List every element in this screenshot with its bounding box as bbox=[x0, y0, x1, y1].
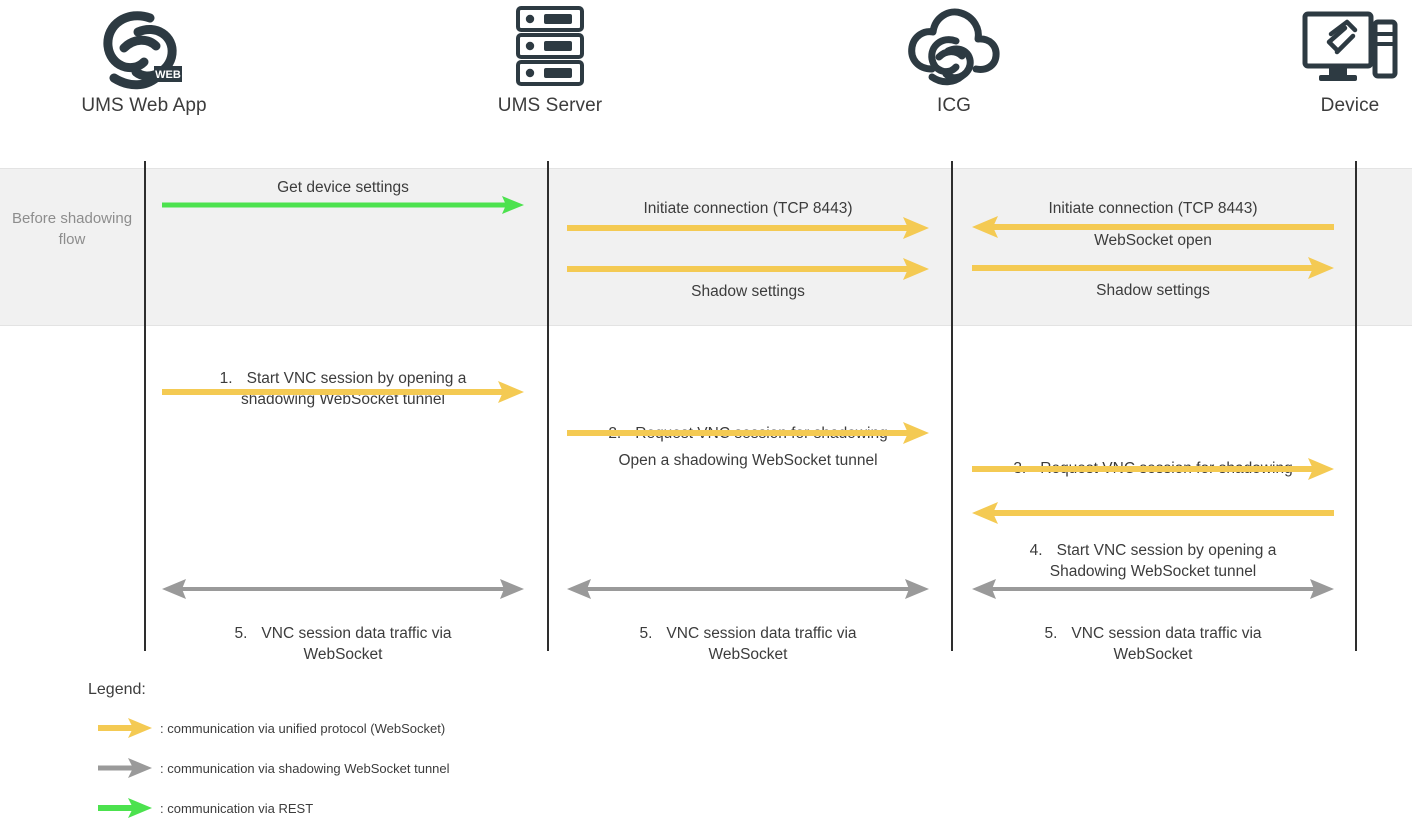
legend-title: Legend: bbox=[88, 681, 146, 698]
actor-label: Device bbox=[1320, 95, 1380, 116]
arrow-step-1-start-vnc-session bbox=[162, 381, 524, 403]
message-label-shadow-settings-server-icg: Shadow settings bbox=[691, 283, 805, 300]
message-label-initiate-connection-device-icg: Initiate connection (TCP 8443) bbox=[1048, 200, 1258, 217]
message-number: 5. bbox=[1044, 625, 1058, 642]
lifeline-ums-web-app bbox=[144, 161, 146, 651]
lifeline-icg bbox=[951, 161, 953, 651]
message-text: Start VNC session by opening a shadowing… bbox=[241, 370, 467, 408]
legend-arrow-unified-icon bbox=[96, 717, 152, 739]
band-label: Before shadowing flow bbox=[11, 210, 133, 248]
arrow-step-3-request-vnc-session bbox=[972, 458, 1334, 480]
arrow-shadow-settings-icg-device bbox=[972, 257, 1334, 279]
message-label-step-4: 4. Start VNC session by opening a Shadowi… bbox=[972, 519, 1334, 582]
legend-arrow-rest-icon bbox=[96, 797, 152, 819]
message-label-step-1: 1. Start VNC session by opening a shadowi… bbox=[162, 347, 524, 410]
lifeline-device bbox=[1355, 161, 1357, 651]
legend-label: : communication via shadowing WebSocket … bbox=[160, 760, 450, 776]
message-number: 1. bbox=[219, 370, 233, 387]
desktop-device-icon bbox=[1240, 0, 1412, 95]
actor-label: UMS Server bbox=[497, 95, 603, 116]
actor-device: Device bbox=[1240, 0, 1412, 150]
message-label-step-5-server-icg: 5. VNC session data traffic via WebSocket bbox=[567, 602, 929, 665]
message-text: VNC session data traffic via WebSocket bbox=[261, 625, 452, 663]
arrow-shadow-settings-server-icg bbox=[567, 258, 929, 280]
message-label-step-5-webapp-server: 5. VNC session data traffic via WebSocket bbox=[162, 602, 524, 665]
actor-label: ICG bbox=[936, 95, 972, 116]
actor-ums-web-app: WEB UMS Web App bbox=[34, 0, 254, 150]
message-label-websocket-open: WebSocket open bbox=[1094, 232, 1212, 249]
message-label-shadow-settings-icg-device: Shadow settings bbox=[1096, 282, 1210, 299]
arrow-initiate-connection-device-icg bbox=[972, 216, 1334, 238]
legend-item-unified: : communication via unified protocol (We… bbox=[96, 717, 445, 739]
message-label-step-5-icg-device: 5. VNC session data traffic via WebSocket bbox=[972, 602, 1334, 665]
message-text: VNC session data traffic via WebSocket bbox=[666, 625, 857, 663]
arrow-step-4-start-vnc-session bbox=[972, 502, 1334, 524]
message-number: 5. bbox=[234, 625, 248, 642]
legend-label: : communication via REST bbox=[160, 800, 314, 816]
legend-item-shadowing: : communication via shadowing WebSocket … bbox=[96, 757, 450, 779]
cloud-gateway-icon bbox=[844, 0, 1064, 95]
message-label-open-shadowing-websocket-tunnel: Open a shadowing WebSocket tunnel bbox=[618, 452, 878, 469]
legend-label: : communication via unified protocol (We… bbox=[160, 720, 446, 736]
actor-icg: ICG bbox=[844, 0, 1064, 150]
message-label-get-device-settings: Get device settings bbox=[277, 179, 409, 196]
arrow-initiate-connection-server-icg bbox=[567, 217, 929, 239]
arrow-step-5-server-icg bbox=[567, 579, 929, 599]
arrow-step-5-icg-device bbox=[972, 579, 1334, 599]
arrow-get-device-settings bbox=[162, 196, 524, 214]
message-number: 5. bbox=[639, 625, 653, 642]
message-text: VNC session data traffic via WebSocket bbox=[1071, 625, 1262, 663]
svg-text:WEB: WEB bbox=[155, 69, 181, 81]
before-shadowing-flow-band bbox=[0, 168, 1412, 326]
legend-arrow-shadowing-icon bbox=[96, 757, 152, 779]
message-text: Start VNC session by opening a Shadowing… bbox=[1049, 542, 1277, 580]
message-label-initiate-connection-server-icg: Initiate connection (TCP 8443) bbox=[643, 200, 853, 217]
server-rack-icon bbox=[440, 0, 660, 95]
ums-web-app-logo-icon: WEB bbox=[34, 0, 254, 95]
lifeline-ums-server bbox=[547, 161, 549, 651]
actor-label: UMS Web App bbox=[81, 95, 207, 116]
message-number: 4. bbox=[1029, 542, 1043, 559]
arrow-step-2-request-vnc-session bbox=[567, 422, 929, 444]
actor-ums-server: UMS Server bbox=[440, 0, 660, 150]
arrow-step-5-webapp-server bbox=[162, 579, 524, 599]
legend-item-rest: : communication via REST bbox=[96, 797, 313, 819]
